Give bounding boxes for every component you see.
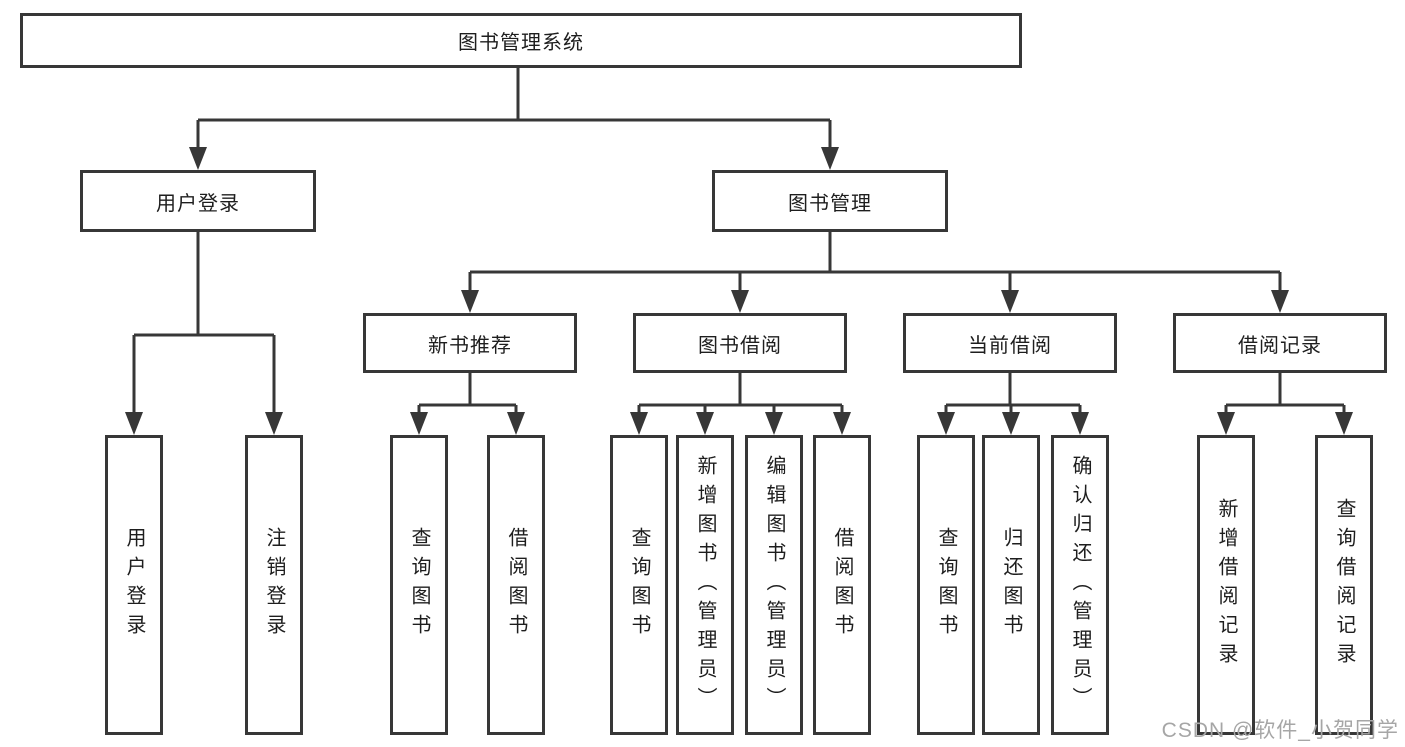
node-leaf-edit-books-admin: 编辑图书（管理员）: [745, 435, 803, 735]
node-borrowing-records: 借阅记录: [1173, 313, 1387, 373]
node-label: 当前借阅: [968, 334, 1052, 357]
node-leaf-confirm-return-admin: 确认归还（管理员）: [1051, 435, 1109, 735]
node-label: 借阅图书: [505, 527, 527, 643]
arrowhead: [265, 412, 283, 435]
arrowhead: [1002, 412, 1020, 435]
node-label: 图书管理: [788, 192, 872, 215]
node-user-login-branch: 用户登录: [80, 170, 316, 232]
node-leaf-query-books-borrowing: 查询图书: [610, 435, 668, 735]
node-leaf-borrow-books: 借阅图书: [813, 435, 871, 735]
node-label: 新书推荐: [428, 334, 512, 357]
node-leaf-user-login: 用户登录: [105, 435, 163, 735]
node-label: 确认归还（管理员）: [1069, 454, 1091, 716]
node-label: 编辑图书（管理员）: [763, 454, 785, 716]
arrowhead: [833, 412, 851, 435]
arrowhead: [507, 412, 525, 435]
connector-borrowing-records-to-leaves: [1217, 373, 1353, 435]
arrowhead: [1271, 290, 1289, 313]
node-leaf-query-borrow-record: 查询借阅记录: [1315, 435, 1373, 735]
connector-new-book-recommendation-to-leaves: [410, 373, 525, 435]
node-leaf-add-borrow-record: 新增借阅记录: [1197, 435, 1255, 735]
arrowhead: [1217, 412, 1235, 435]
arrowhead: [630, 412, 648, 435]
arrowhead: [1335, 412, 1353, 435]
node-label: 图书借阅: [698, 334, 782, 357]
node-leaf-logout: 注销登录: [245, 435, 303, 735]
arrowhead: [461, 290, 479, 313]
node-label: 新增借阅记录: [1215, 498, 1237, 672]
node-leaf-query-books-recommend: 查询图书: [390, 435, 448, 735]
connector-current-borrowing-to-leaves: [937, 373, 1089, 435]
node-label: 归还图书: [1000, 527, 1022, 643]
csdn-watermark: CSDN @软件_小贺同学: [1161, 719, 1399, 742]
node-label: 新增图书（管理员）: [694, 454, 716, 716]
arrowhead: [125, 412, 143, 435]
arrowhead: [410, 412, 428, 435]
arrowhead: [821, 147, 839, 170]
arrowhead: [1071, 412, 1089, 435]
node-book-borrowing: 图书借阅: [633, 313, 847, 373]
arrowhead: [189, 147, 207, 170]
node-label: 用户登录: [156, 192, 240, 215]
node-label: 查询图书: [935, 527, 957, 643]
connector-root-to-level2: [189, 68, 839, 170]
connector-book-management-to-level3: [461, 232, 1289, 313]
node-leaf-return-books: 归还图书: [982, 435, 1040, 735]
node-label: 查询借阅记录: [1333, 498, 1355, 672]
node-new-book-recommendation: 新书推荐: [363, 313, 577, 373]
node-leaf-add-books-admin: 新增图书（管理员）: [676, 435, 734, 735]
arrowhead: [696, 412, 714, 435]
node-book-management-branch: 图书管理: [712, 170, 948, 232]
node-leaf-query-books-current: 查询图书: [917, 435, 975, 735]
node-current-borrowing: 当前借阅: [903, 313, 1117, 373]
node-label: 借阅记录: [1238, 334, 1322, 357]
arrowhead: [765, 412, 783, 435]
arrowhead: [1001, 290, 1019, 313]
connector-book-borrowing-to-leaves: [630, 373, 851, 435]
node-leaf-borrow-books-recommend: 借阅图书: [487, 435, 545, 735]
node-label: 注销登录: [263, 527, 285, 643]
connector-user-login-to-leaves: [125, 232, 283, 435]
node-label: 借阅图书: [831, 527, 853, 643]
arrowhead: [937, 412, 955, 435]
node-library-management-system: 图书管理系统: [20, 13, 1022, 68]
node-label: 查询图书: [408, 527, 430, 643]
node-label: 查询图书: [628, 527, 650, 643]
arrowhead: [731, 290, 749, 313]
node-label: 图书管理系统: [458, 32, 584, 54]
node-label: 用户登录: [123, 527, 145, 643]
